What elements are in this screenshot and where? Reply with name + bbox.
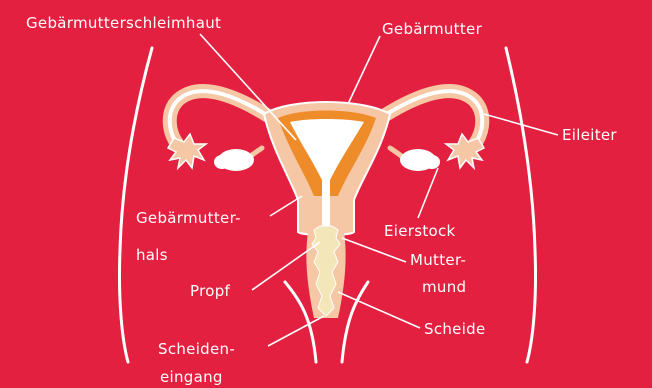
label-vaginal-opening-line2: eingang [160,368,223,386]
label-os-line2: mund [422,278,466,296]
right-body-outline [506,48,536,362]
label-cervix-line1: Gebärmutter- [136,209,241,227]
leader-ovary [418,168,438,218]
cervical-canal [322,180,330,226]
label-cervix-line2: hals [136,246,168,264]
left-ovary-lobe [214,155,230,169]
left-body-outline [119,48,152,362]
label-plug: Propf [190,282,231,300]
label-ovary: Eierstock [384,222,456,240]
leader-os [342,238,406,262]
label-os-line1: Mutter- [410,251,466,269]
label-vagina: Scheide [424,320,486,338]
leader-lines [200,34,558,346]
label-vaginal-opening-line1: Scheiden- [158,340,235,358]
label-fallopian-tube: Eileiter [562,126,617,144]
leader-vagina [338,292,420,328]
right-ovary-lobe [424,155,440,169]
left-fimbriae [168,134,206,168]
label-endometrium: Gebärmutterschleimhaut [26,14,221,32]
label-uterus: Gebärmutter [382,20,483,38]
uterus [264,102,390,235]
right-fimbriae [446,134,484,168]
vagina [306,226,345,318]
leader-vaginal-opening [268,316,324,346]
leader-uterus [348,36,380,104]
right-inner-thigh-outline [342,282,368,362]
